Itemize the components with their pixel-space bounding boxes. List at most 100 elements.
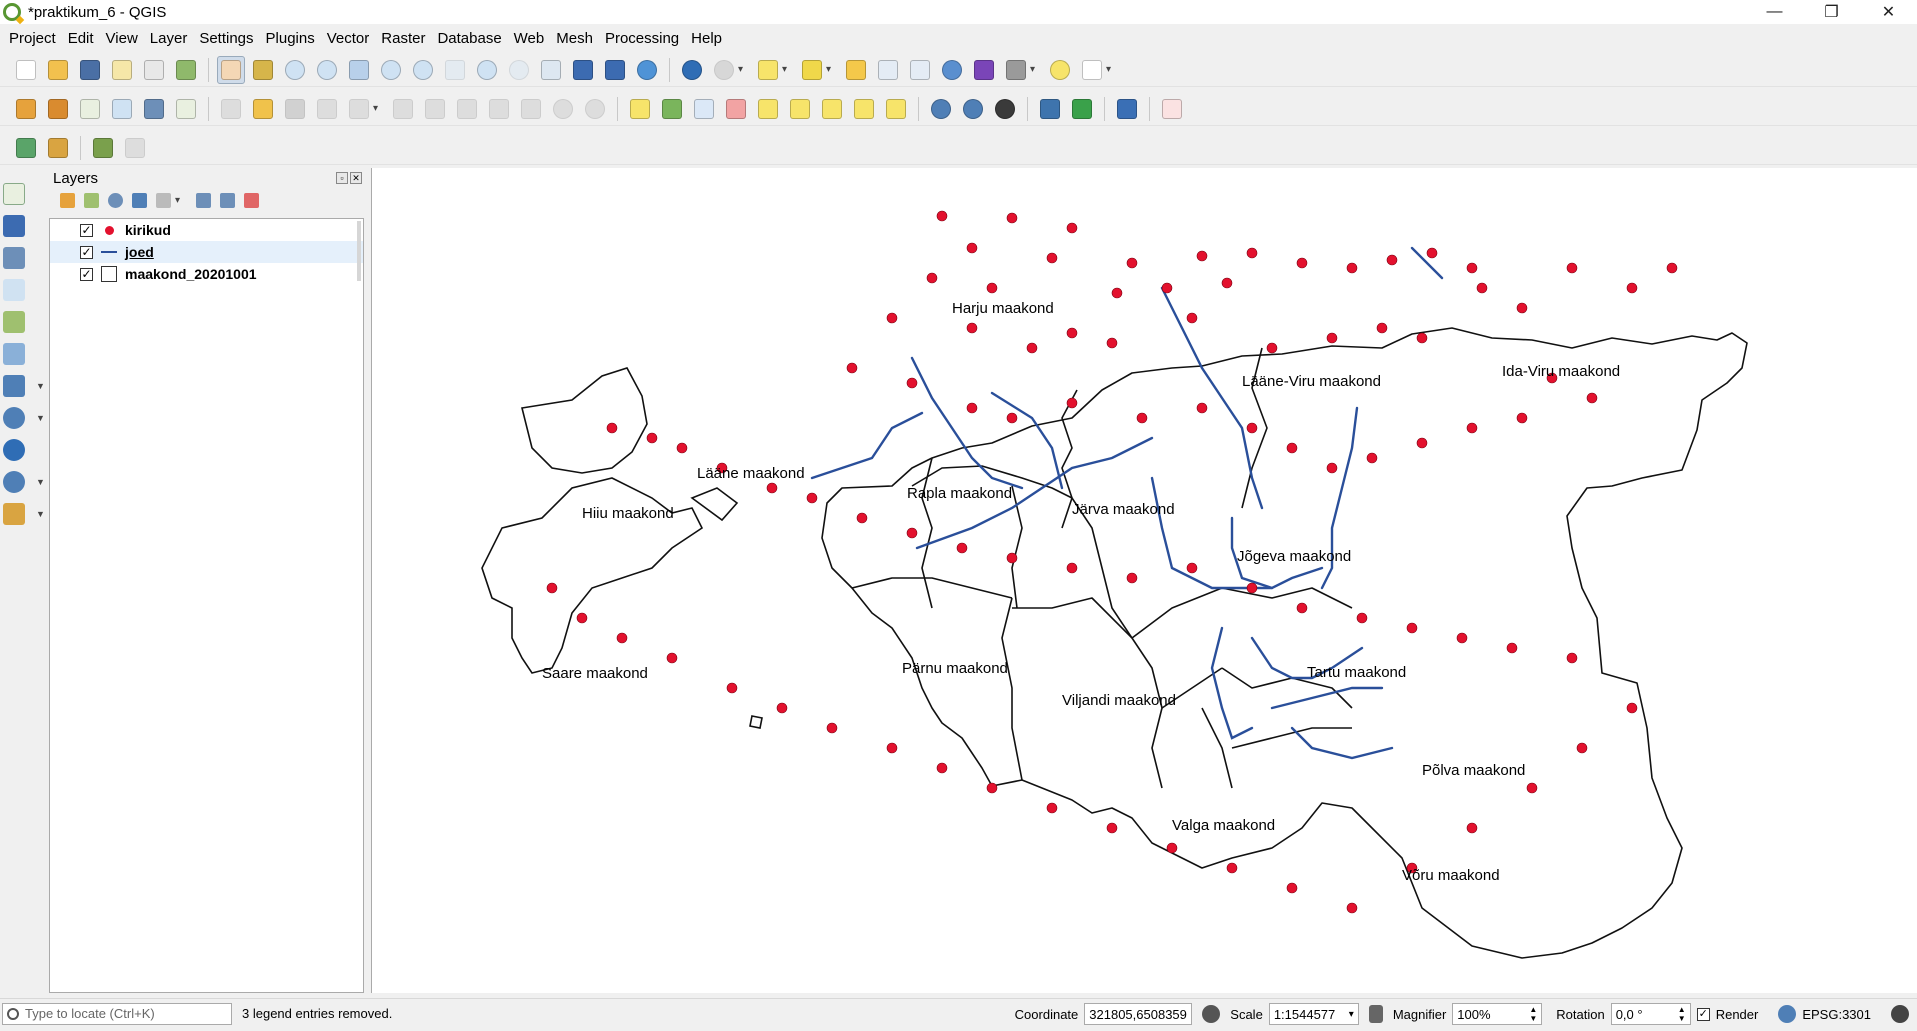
layer-diagram-button[interactable] <box>658 95 686 123</box>
add-mesh-layer-button[interactable] <box>3 244 31 272</box>
layer-row-kirikud[interactable]: ✓ kirikud <box>50 219 363 241</box>
chevron-down-icon[interactable]: ▼ <box>36 413 45 423</box>
pan-map-button[interactable] <box>217 55 245 84</box>
select-by-value-button[interactable] <box>798 56 826 84</box>
georeferencer-button[interactable] <box>44 134 72 162</box>
save-edits-button[interactable] <box>281 95 309 123</box>
add-feature-button[interactable] <box>313 95 341 123</box>
metasearch-button[interactable] <box>959 95 987 123</box>
map-tips-button[interactable] <box>1046 56 1074 84</box>
layer-visibility-checkbox[interactable]: ✓ <box>80 244 93 259</box>
chevron-down-icon[interactable]: ▾ <box>738 64 744 75</box>
open-attribute-table-button[interactable] <box>874 56 902 84</box>
chevron-down-icon[interactable]: ▼ <box>36 477 45 487</box>
collapse-all-button[interactable] <box>217 190 237 210</box>
zoom-next-button[interactable] <box>505 56 533 84</box>
add-spatialite-layer-button[interactable]: ▼ <box>3 372 45 400</box>
chevron-down-icon[interactable]: ▾ <box>1106 64 1112 75</box>
float-panel-button[interactable]: ▫ <box>336 172 348 184</box>
vertex-tool-button[interactable] <box>345 95 373 123</box>
map-canvas[interactable]: Harju maakond Lääne-Viru maakond Ida-Vir… <box>371 168 1917 993</box>
restore-button[interactable]: ❐ <box>1824 4 1839 21</box>
menu-settings[interactable]: Settings <box>199 29 254 47</box>
paste-features-button[interactable] <box>517 95 545 123</box>
magnifier-spinbox[interactable]: 100% ▲▼ <box>1452 1003 1543 1025</box>
new-virtual-layer-button[interactable] <box>140 95 168 123</box>
identify-features-button[interactable] <box>678 56 706 84</box>
rotation-spinbox[interactable]: 0,0 ° ▲▼ <box>1610 1003 1691 1025</box>
add-vector-layer-button[interactable] <box>172 95 200 123</box>
add-group-button[interactable] <box>81 190 101 210</box>
deselect-all-button[interactable] <box>842 56 870 84</box>
chevron-down-icon[interactable]: ▼ <box>36 509 45 519</box>
menu-help[interactable]: Help <box>691 29 722 47</box>
open-layer-styling-button[interactable] <box>57 190 77 210</box>
chevron-down-icon[interactable]: ▾ <box>373 103 379 114</box>
profile-tool-button[interactable] <box>1068 95 1096 123</box>
new-scratch-layer-button[interactable] <box>108 95 136 123</box>
new-project-button[interactable] <box>12 56 40 84</box>
add-wcs-layer-button[interactable] <box>3 436 31 464</box>
close-button[interactable]: ✕ <box>1881 4 1896 21</box>
show-unplaced-labels-button[interactable] <box>722 95 750 123</box>
layer-visibility-checkbox[interactable]: ✓ <box>80 266 93 281</box>
select-features-button[interactable] <box>754 56 782 84</box>
zoom-out-button[interactable] <box>313 56 341 84</box>
move-label-button[interactable] <box>818 95 846 123</box>
text-annotation-button[interactable] <box>1078 56 1106 84</box>
processing-toolbox-button[interactable] <box>938 56 966 84</box>
open-project-button[interactable] <box>44 56 72 84</box>
chevron-down-icon[interactable]: ▾ <box>826 64 832 75</box>
new-geopackage-layer-button[interactable] <box>44 95 72 123</box>
new-shapefile-layer-button[interactable] <box>76 95 104 123</box>
manage-map-themes-button[interactable] <box>105 190 125 210</box>
plugin-tool-button[interactable] <box>89 134 117 162</box>
change-label-button[interactable] <box>882 95 910 123</box>
menu-edit[interactable]: Edit <box>67 29 94 47</box>
toggle-editing-button[interactable] <box>249 95 277 123</box>
show-bookmarks-button[interactable] <box>601 56 629 84</box>
menu-view[interactable]: View <box>105 29 138 47</box>
refresh-button[interactable] <box>633 56 661 84</box>
chevron-down-icon[interactable]: ▼ <box>36 381 45 391</box>
render-checkbox[interactable]: ✓ <box>1696 1007 1710 1021</box>
zoom-in-button[interactable] <box>281 56 309 84</box>
add-delimited-text-button[interactable] <box>3 276 31 304</box>
remove-layer-button[interactable] <box>241 190 261 210</box>
menu-processing[interactable]: Processing <box>604 29 680 47</box>
new-map-view-button[interactable] <box>537 56 565 84</box>
add-virtual-layer-button[interactable] <box>3 340 31 368</box>
style-manager-button[interactable] <box>172 56 200 84</box>
add-postgis-layer-button[interactable]: ▼ <box>3 500 45 528</box>
add-raster-layer-button[interactable] <box>3 212 31 240</box>
chevron-down-icon[interactable]: ▾ <box>175 194 181 206</box>
new-print-layout-button[interactable] <box>108 56 136 84</box>
layout-manager-button[interactable] <box>140 56 168 84</box>
layer-row-maakond[interactable]: ✓ maakond_20201001 <box>50 263 363 285</box>
delete-selected-button[interactable] <box>421 95 449 123</box>
add-vector-layer-button[interactable] <box>3 180 31 208</box>
coordinate-capture-button[interactable] <box>1158 95 1186 123</box>
menu-layer[interactable]: Layer <box>149 29 188 47</box>
measure-line-button[interactable] <box>1002 56 1030 84</box>
messages-icon[interactable] <box>1891 1005 1909 1023</box>
globe-plugin-button[interactable] <box>927 95 955 123</box>
field-calculator-button[interactable] <box>906 56 934 84</box>
python-console-button[interactable] <box>1036 95 1064 123</box>
menu-project[interactable]: Project <box>9 29 56 47</box>
data-source-manager-button[interactable] <box>12 95 40 123</box>
layer-row-joed[interactable]: ✓ joed <box>50 241 363 263</box>
save-project-button[interactable] <box>76 56 104 84</box>
expand-all-button[interactable] <box>193 190 213 210</box>
layer-visibility-checkbox[interactable]: ✓ <box>80 222 93 237</box>
crs-button[interactable]: EPSG:3301 <box>1802 1006 1871 1022</box>
filter-legend-button[interactable] <box>129 190 149 210</box>
layer-tree-scrollbar[interactable] <box>357 221 361 281</box>
pan-to-selection-button[interactable] <box>249 56 277 84</box>
locate-search-button[interactable] <box>12 134 40 162</box>
modify-attributes-button[interactable] <box>389 95 417 123</box>
filter-by-expression-button[interactable] <box>153 190 173 210</box>
add-wfs-layer-button[interactable]: ▼ <box>3 468 45 496</box>
add-wms-layer-button[interactable]: ▼ <box>3 404 45 432</box>
undo-button[interactable] <box>549 95 577 123</box>
